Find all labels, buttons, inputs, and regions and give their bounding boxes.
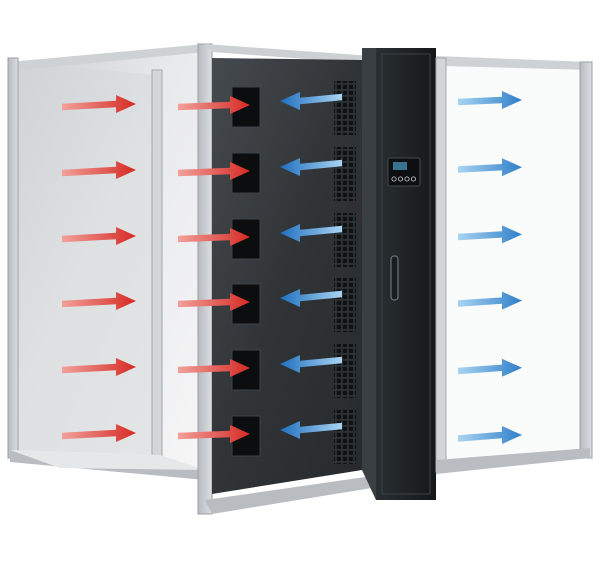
right-front-post [579, 61, 593, 459]
door-handle-icon[interactable] [390, 255, 399, 301]
control-button-icon[interactable] [404, 176, 410, 182]
hot-air-arrows [62, 95, 250, 443]
left-inner-shade [10, 62, 160, 455]
left-top-rail [10, 44, 205, 70]
cooling-unit-door [381, 53, 431, 495]
middle-bottom-rail [205, 476, 372, 514]
control-display [393, 162, 407, 170]
left-inner-post [151, 69, 163, 463]
server-units [231, 86, 261, 457]
hot-air-arrow-icon [62, 358, 136, 376]
control-button-icon[interactable] [397, 176, 403, 182]
control-panel-buttons [391, 176, 416, 182]
server-unit-block [231, 349, 261, 391]
hot-air-arrow-icon [178, 162, 250, 180]
fan-grille-icon [334, 81, 356, 135]
right-top-rail [436, 56, 590, 70]
cold-air-arrow-icon [458, 91, 522, 109]
control-button-icon[interactable] [410, 176, 416, 182]
cold-air-arrow-icon [458, 291, 522, 310]
cooling-unit [362, 48, 436, 500]
left-front-post [7, 57, 19, 459]
cold-air-arrows [280, 91, 522, 444]
middle-frame [197, 43, 372, 515]
cold-air-arrow-icon [458, 358, 522, 377]
hot-air-arrow-icon [62, 292, 136, 310]
right-enclosure [435, 56, 593, 474]
hot-air-arrow-icon [178, 228, 250, 246]
hot-air-arrow-icon [62, 227, 136, 245]
hot-air-arrow-icon [178, 359, 250, 377]
cold-air-arrow-icon [280, 158, 342, 176]
cold-air-arrow-icon [280, 224, 342, 242]
right-inner-post [435, 57, 447, 473]
fan-grille-icon [334, 147, 356, 201]
fan-grille-icon [334, 213, 356, 267]
fan-grille-icon [334, 344, 356, 398]
middle-top-rail [205, 44, 372, 64]
cold-air-arrow-icon [458, 158, 522, 177]
fan-grille-icon [334, 410, 356, 464]
hot-air-arrow-icon [178, 96, 250, 114]
fan-grille-icon [334, 278, 356, 332]
cold-air-arrow-icon [280, 92, 342, 110]
hot-air-arrow-icon [178, 425, 250, 443]
cold-air-arrow-icon [280, 421, 342, 439]
hot-air-arrow-icon [62, 424, 136, 442]
cooling-unit-side [362, 48, 376, 500]
left-enclosure [7, 44, 205, 480]
left-floor [10, 450, 205, 470]
cooling-unit-front [376, 48, 436, 500]
hot-air-arrow-icon [62, 161, 136, 179]
cold-air-arrow-icon [458, 426, 522, 444]
cold-air-arrow-icon [280, 355, 342, 373]
cold-air-arrow-icon [280, 289, 342, 307]
hot-air-arrow-icon [178, 293, 250, 311]
middle-front-post [197, 43, 213, 515]
right-glass-panel [435, 59, 591, 471]
control-button-icon[interactable] [391, 176, 397, 182]
cold-air-arrow-icon [458, 225, 522, 244]
right-bottom-rail [436, 448, 590, 474]
hot-air-arrow-icon [62, 95, 136, 113]
